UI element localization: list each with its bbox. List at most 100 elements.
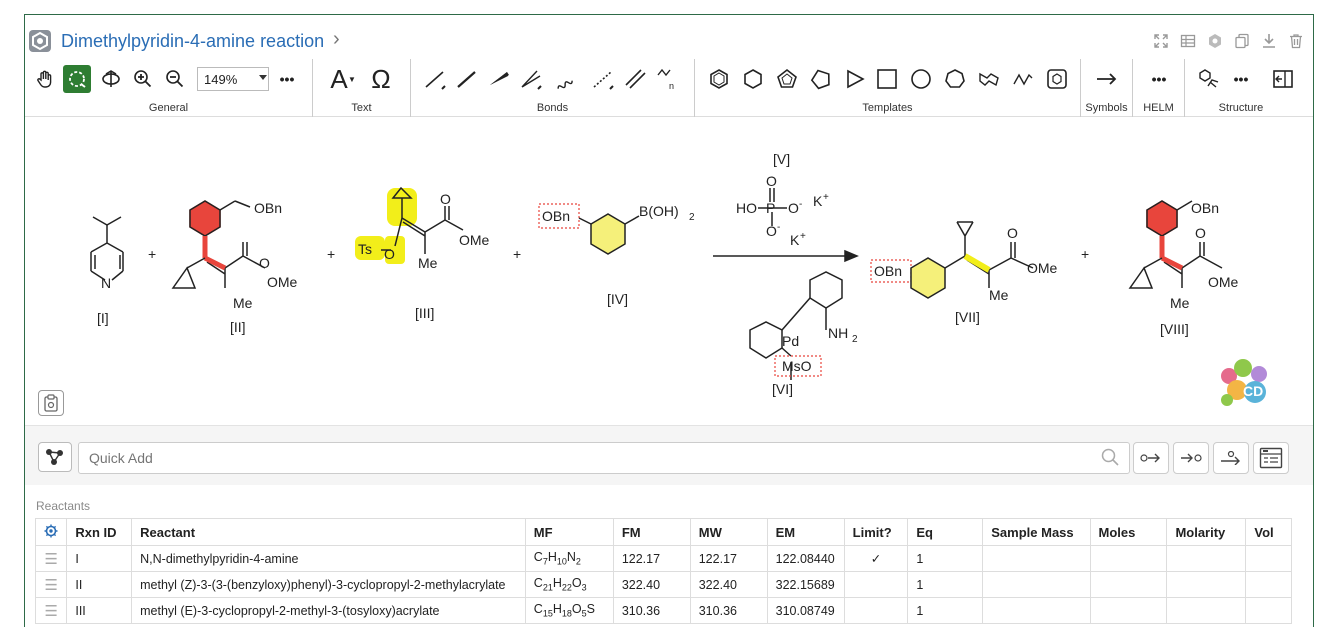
moles-cell[interactable]	[1089, 571, 1168, 598]
atom-label[interactable]: +	[800, 231, 806, 242]
column-header[interactable]: Limit?	[843, 518, 909, 546]
atom-label[interactable]: [VII]	[955, 309, 980, 325]
atom-label[interactable]: O	[1007, 225, 1018, 241]
atom-label[interactable]: O	[259, 255, 270, 271]
hand-tool-icon[interactable]	[31, 65, 59, 93]
atom-label[interactable]: +	[327, 246, 335, 262]
add-reactant-button[interactable]	[1133, 442, 1169, 474]
atom-label[interactable]: N	[101, 275, 111, 291]
clean-structure-icon[interactable]	[1195, 65, 1223, 93]
atom-label[interactable]: OBn	[874, 263, 902, 279]
cyclopentadiene-template-icon[interactable]	[773, 65, 801, 93]
limit-checkbox[interactable]	[843, 571, 909, 598]
atom-label[interactable]: K	[813, 193, 823, 209]
atom-label[interactable]: HO	[736, 200, 757, 216]
more-general-button[interactable]: •••	[279, 71, 295, 87]
zoom-in-icon[interactable]	[129, 65, 157, 93]
atom-label[interactable]: Pd	[782, 333, 799, 349]
chevron-right-icon[interactable]: ›	[333, 28, 340, 50]
atom-label[interactable]: O	[788, 200, 799, 216]
atom-label[interactable]: OMe	[1027, 260, 1058, 276]
wedge-bond-icon[interactable]	[485, 65, 513, 93]
atom-label[interactable]: -	[777, 222, 780, 233]
atom-label[interactable]: Me	[418, 255, 438, 271]
molarity-cell[interactable]	[1166, 571, 1247, 598]
column-header[interactable]: Reactant	[131, 518, 526, 546]
panel-toggle-icon[interactable]	[1269, 65, 1297, 93]
copy-icon[interactable]	[1232, 31, 1251, 50]
column-header[interactable]: FM	[612, 518, 691, 546]
atom-label[interactable]: O	[766, 173, 777, 189]
atom-label[interactable]: +	[513, 246, 521, 262]
sample-mass-cell[interactable]	[982, 571, 1091, 598]
atom-label[interactable]: OBn	[254, 200, 282, 216]
triangle-template-icon[interactable]	[841, 65, 869, 93]
atom-label[interactable]: Me	[989, 287, 1009, 303]
atom-label[interactable]: OMe	[267, 274, 298, 290]
structure-icon[interactable]	[1205, 31, 1224, 50]
atom-label[interactable]: [I]	[97, 310, 109, 326]
atom-label[interactable]: +	[823, 192, 829, 203]
reactant-name-cell[interactable]: methyl (E)-3-cyclopropyl-2-methyl-3-(tos…	[131, 597, 526, 624]
drag-handle-icon[interactable]: ☰	[34, 571, 68, 598]
limit-checkbox[interactable]	[843, 597, 909, 624]
atom-label[interactable]: B(OH)	[639, 203, 679, 219]
search-icon[interactable]	[1101, 448, 1119, 471]
atom-label[interactable]: O	[384, 246, 395, 262]
text-tool-button[interactable]: A	[330, 63, 348, 94]
atom-label[interactable]: MsO	[782, 358, 812, 374]
download-icon[interactable]	[1259, 31, 1278, 50]
column-header[interactable]: Vol	[1245, 518, 1292, 546]
square-template-icon[interactable]	[873, 65, 901, 93]
atom-label[interactable]: [VIII]	[1160, 321, 1189, 337]
sample-mass-cell[interactable]	[982, 597, 1091, 624]
eq-cell[interactable]: 1	[907, 545, 984, 572]
template-library-icon[interactable]	[1043, 65, 1071, 93]
atom-label[interactable]: K	[790, 232, 800, 248]
fullscreen-icon[interactable]	[1151, 31, 1170, 50]
arrow-tool-icon[interactable]	[1093, 65, 1121, 93]
reactant-name-cell[interactable]: N,N-dimethylpyridin-4-amine	[131, 545, 526, 572]
cycloheptane-template-icon[interactable]	[941, 65, 969, 93]
atom-label[interactable]: -	[799, 199, 802, 210]
symbol-omega-button[interactable]: Ω	[371, 63, 391, 94]
chevron-down-icon[interactable]	[259, 75, 267, 80]
reaction-canvas[interactable]: N [I] + OBn O OMe Me [II] + Ts O O OMe M…	[25, 118, 1313, 425]
single-bond-icon[interactable]	[421, 65, 449, 93]
sample-mass-cell[interactable]	[982, 545, 1091, 572]
atom-label[interactable]: OBn	[1191, 200, 1219, 216]
atom-label[interactable]: Me	[1170, 295, 1190, 311]
drag-handle-icon[interactable]: ☰	[34, 597, 68, 624]
vol-cell[interactable]	[1245, 571, 1292, 598]
caret-down-icon[interactable]: ▼	[348, 74, 356, 84]
atom-label[interactable]: [III]	[415, 305, 434, 321]
cyclopentane-template-icon[interactable]	[807, 65, 835, 93]
eq-cell[interactable]: 1	[907, 597, 984, 624]
atom-label[interactable]: NH	[828, 325, 848, 341]
zoom-out-icon[interactable]	[161, 65, 189, 93]
atom-label[interactable]: P	[766, 200, 775, 216]
reactant-name-cell[interactable]: methyl (Z)-3-(3-(benzyloxy)phenyl)-3-cyc…	[131, 571, 526, 598]
atom-label[interactable]: +	[148, 246, 156, 262]
rotate-tool-icon[interactable]	[97, 65, 125, 93]
column-header[interactable]: EM	[766, 518, 845, 546]
atom-label[interactable]: OBn	[542, 208, 570, 224]
limit-checkbox[interactable]: ✓	[843, 545, 909, 572]
eq-cell[interactable]: 1	[907, 571, 984, 598]
column-header[interactable]: Sample Mass	[982, 518, 1091, 546]
vol-cell[interactable]	[1245, 597, 1292, 624]
moles-cell[interactable]	[1089, 545, 1168, 572]
hashed-wedge-icon[interactable]	[517, 65, 545, 93]
moles-cell[interactable]	[1089, 597, 1168, 624]
benzene-template-icon[interactable]	[705, 65, 733, 93]
table-view-icon[interactable]	[1178, 31, 1197, 50]
page-title[interactable]: Dimethylpyridin-4-amine reaction	[61, 31, 325, 51]
atom-label[interactable]: Ts	[358, 241, 372, 257]
circle-template-icon[interactable]	[907, 65, 935, 93]
zoom-select[interactable]: 149%	[197, 67, 269, 91]
column-header[interactable]: Eq	[907, 518, 984, 546]
chain-bond-icon[interactable]: n	[653, 65, 681, 93]
vol-cell[interactable]	[1245, 545, 1292, 572]
atom-label[interactable]: [II]	[230, 319, 246, 335]
clipboard-settings-button[interactable]	[38, 390, 64, 416]
